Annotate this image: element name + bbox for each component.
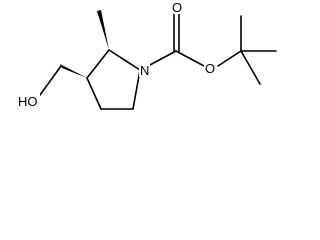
nitrogen-label-bg <box>139 62 150 77</box>
bond-ch2-oh <box>39 65 62 96</box>
nitrogen-label: N <box>140 63 149 78</box>
wedge-bond-methyl <box>97 10 109 50</box>
bond-carbonyl-ester-o <box>175 50 205 67</box>
bond-tbu-methyl-bottom <box>240 50 261 85</box>
hydroxyl-label-bg <box>18 93 40 108</box>
wedge-bond-hydroxymethyl <box>60 64 87 78</box>
bond-c3-c4 <box>86 77 102 110</box>
ester-oxygen-label-bg <box>204 60 216 75</box>
carbonyl-oxygen-label: O <box>172 0 182 15</box>
bond-ester-o-tbu <box>217 50 242 67</box>
ester-oxygen-label: O <box>205 61 215 76</box>
carbonyl-oxygen-label-bg <box>171 0 182 14</box>
hydroxyl-label: HO <box>18 94 38 109</box>
bond-n1-c2 <box>108 49 141 71</box>
molecule-structure: N O O HO <box>18 0 277 110</box>
bond-n-carbonyl <box>147 50 177 67</box>
bond-c2-c3 <box>86 49 110 79</box>
bond-c5-n1 <box>132 69 141 110</box>
